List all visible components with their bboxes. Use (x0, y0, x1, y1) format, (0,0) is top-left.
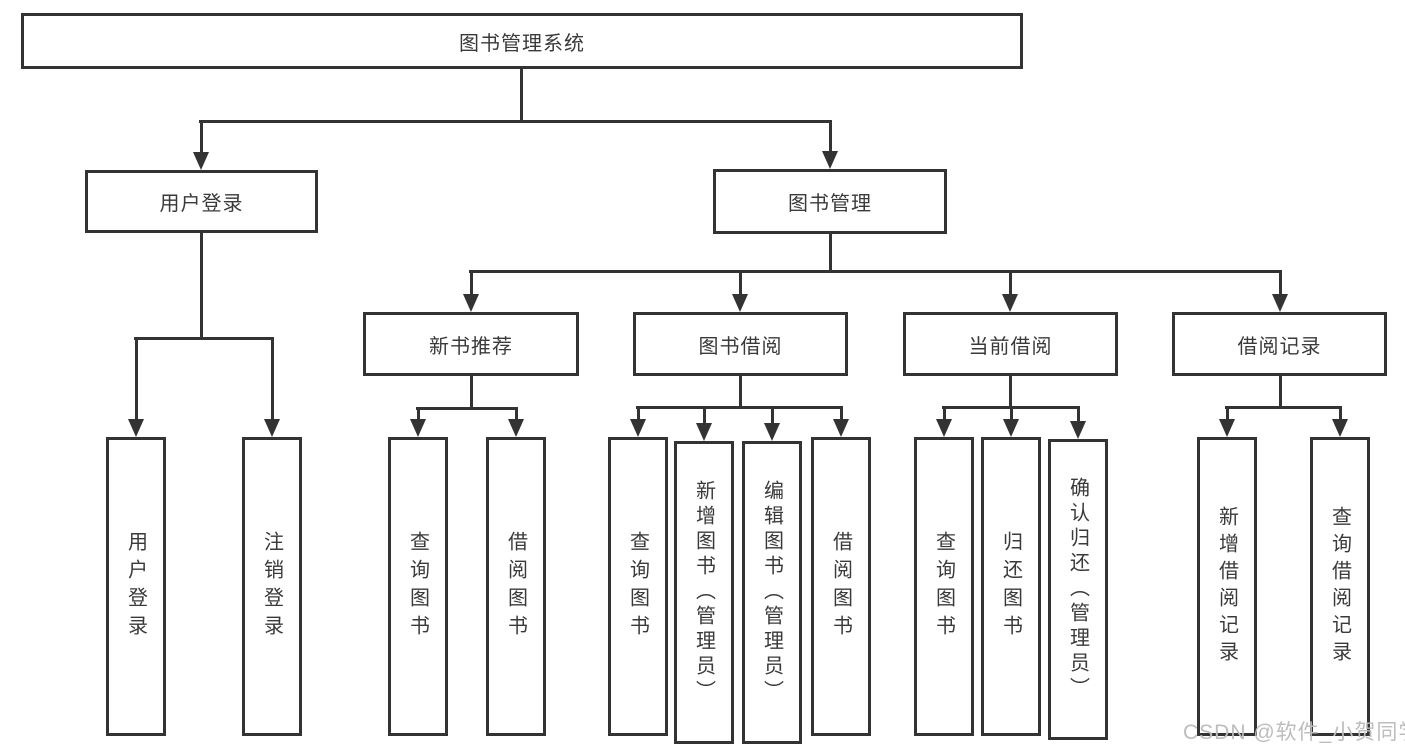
arrow-down-icon (193, 120, 209, 170)
leaf-query-book-current: 查询图书 (914, 437, 974, 736)
leaf-edit-book-admin: 编辑图书（管理员） (742, 441, 802, 744)
arrow-down-icon (128, 337, 144, 437)
connector-records-stem (1279, 376, 1282, 409)
connector-bookmgmt-rail (469, 270, 1282, 273)
leaf-borrow-book-2: 借阅图书 (811, 437, 871, 736)
arrow-down-icon (508, 407, 524, 437)
connector-records-rail (1225, 406, 1342, 409)
arrow-down-icon (696, 406, 712, 441)
leaf-return-book: 归还图书 (981, 437, 1041, 736)
node-current-borrow: 当前借阅 (903, 312, 1118, 376)
leaf-add-borrow-record: 新增借阅记录 (1197, 437, 1257, 736)
arrow-down-icon (410, 407, 426, 437)
node-new-book-recommend: 新书推荐 (363, 312, 579, 376)
leaf-logout-login: 注销登录 (242, 437, 302, 736)
arrow-down-icon (1003, 406, 1019, 437)
arrow-down-icon (630, 406, 646, 437)
watermark: CSDN @软件_小贺同学 (1183, 721, 1405, 744)
arrow-down-icon (822, 120, 838, 169)
arrow-down-icon (764, 406, 780, 441)
leaf-confirm-return-admin: 确认归还（管理员） (1048, 439, 1108, 740)
connector-recommend-stem (470, 376, 473, 410)
leaf-borrow-book-recommend: 借阅图书 (486, 437, 546, 736)
node-borrow-records: 借阅记录 (1172, 312, 1387, 376)
leaf-query-borrow-record: 查询借阅记录 (1310, 437, 1370, 736)
leaf-user-login: 用户登录 (106, 437, 166, 736)
connector-borrow-stem (739, 376, 742, 409)
arrow-down-icon (936, 406, 952, 437)
leaf-query-book-recommend: 查询图书 (388, 437, 448, 736)
leaf-query-book-borrow: 查询图书 (608, 437, 668, 736)
node-book-management: 图书管理 (713, 169, 947, 234)
arrow-down-icon (1272, 270, 1288, 312)
connector-userlogin-rail (134, 337, 274, 340)
connector-userlogin-stem (200, 233, 203, 340)
arrow-down-icon (732, 270, 748, 312)
node-root: 图书管理系统 (21, 13, 1023, 69)
connector-current-stem (1009, 376, 1012, 409)
arrow-down-icon (1002, 270, 1018, 312)
arrow-down-icon (1219, 406, 1235, 437)
connector-level1-rail (199, 120, 832, 123)
node-book-borrow: 图书借阅 (633, 312, 848, 376)
arrow-down-icon (1332, 406, 1348, 437)
connector-borrow-rail (636, 406, 843, 409)
connector-recommend-rail (416, 407, 518, 410)
arrow-down-icon (1070, 406, 1086, 439)
connector-root-stem (520, 69, 523, 121)
arrow-down-icon (463, 270, 479, 312)
connector-bookmgmt-stem (829, 234, 832, 273)
arrow-down-icon (833, 406, 849, 437)
node-user-login: 用户登录 (85, 170, 318, 233)
arrow-down-icon (264, 337, 280, 437)
leaf-add-book-admin: 新增图书（管理员） (674, 441, 734, 744)
